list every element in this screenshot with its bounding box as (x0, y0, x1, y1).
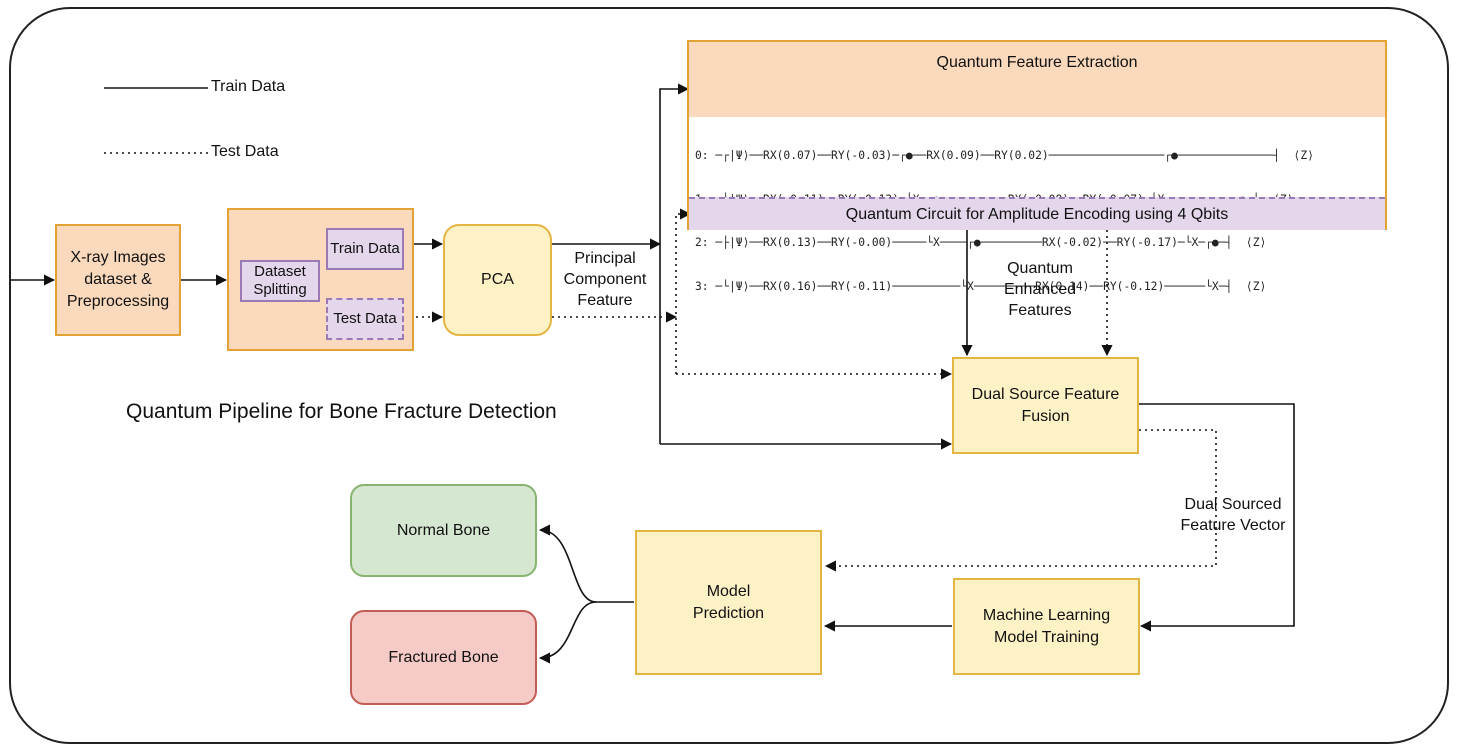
node-quantum-feature-extraction: Quantum Feature Extraction 0: ─┌|Ψ⟩──RX(… (687, 40, 1387, 293)
node-pca: PCA (443, 224, 552, 336)
quantum-feature-extraction-title: Quantum Feature Extraction (689, 42, 1385, 117)
edge-predict-normal (538, 524, 634, 603)
edge-predict-fractured (538, 601, 597, 664)
node-ml-training: Machine Learning Model Training (953, 578, 1140, 675)
edge-bus-quantum (659, 83, 690, 444)
legend-train-label: Train Data (211, 78, 286, 95)
outer-frame (9, 7, 1449, 744)
quantum-circuit-caption: Quantum Circuit for Amplitude Encoding u… (689, 197, 1385, 230)
edge-label-fusion: Dual Sourced Feature Vector (1180, 496, 1286, 534)
node-xray: X-ray Images dataset & Preprocessing (55, 224, 181, 336)
circuit-line: 3: ─└|Ψ⟩──RX(0.16)──RY(-0.11)──────────└… (695, 279, 1267, 293)
circuit-line: 0: ─┌|Ψ⟩──RX(0.07)──RY(-0.03)─┌●──RX(0.0… (695, 149, 1314, 162)
node-dataset-splitting: Dataset Splitting (240, 260, 320, 302)
node-fractured-bone: Fractured Bone (350, 610, 537, 705)
edge-fusion-predict (824, 429, 1217, 572)
node-train-data: Train Data (326, 228, 404, 270)
node-dual-source-fusion: Dual Source Feature Fusion (952, 357, 1139, 454)
legend-test-label: Test Data (211, 143, 279, 160)
edge-label-pca: Principal Component Feature (563, 250, 647, 309)
node-normal-bone: Normal Bone (350, 484, 537, 577)
edge-dotted-bus-quantum (675, 208, 692, 374)
circuit-line: 2: ─├|Ψ⟩──RX(0.13)──RY(-0.00)─────└X────… (695, 236, 1267, 249)
quantum-circuit-diagram: 0: ─┌|Ψ⟩──RX(0.07)──RY(-0.03)─┌●──RX(0.0… (695, 120, 1381, 293)
node-test-data: Test Data (326, 298, 404, 340)
edge-fusion-ml (1139, 403, 1295, 632)
node-model-prediction: Model Prediction (635, 530, 822, 675)
edge-label-quantum: Quantum Enhanced Features (1003, 260, 1077, 319)
diagram-title: Quantum Pipeline for Bone Fracture Detec… (126, 400, 557, 423)
